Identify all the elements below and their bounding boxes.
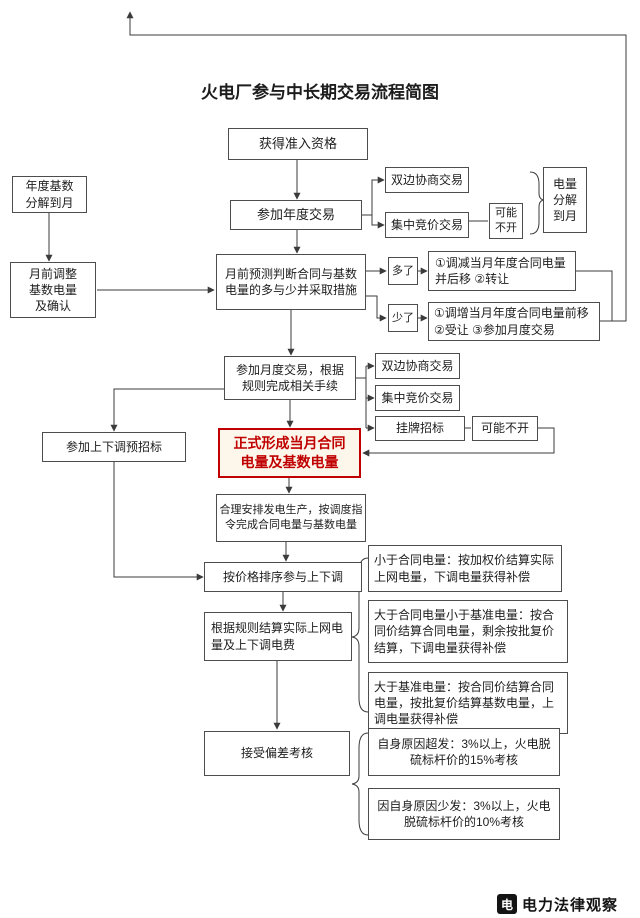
node-qualification: 获得准入资格 <box>228 128 368 160</box>
node-action-more: ①调减当月年度合同电量并后移 ②转让 <box>428 251 576 291</box>
node-formal-contract: 正式形成当月合同电量及基数电量 <box>218 428 361 478</box>
node-updown-prebid: 参加上下调预招标 <box>42 432 186 462</box>
node-listing-bid: 挂牌招标 <box>375 416 465 441</box>
node-production: 合理安排发电生产，按调度指令完成合同电量与基数电量 <box>216 494 366 542</box>
connector-monthly-to-prebid <box>110 389 224 432</box>
node-centralized-annual: 集中竞价交易 <box>385 212 469 238</box>
node-monthly-trading: 参加月度交易，根据规则完成相关手续 <box>224 356 356 400</box>
node-result-between: 大于合同电量小于基准电量：按合同价结算合同电量，剩余按批复价结算，下调电量获得补… <box>368 600 568 663</box>
node-penalty-under: 因自身原因少发：3%以上，火电脱硫标杆价的10%考核 <box>368 788 560 840</box>
node-less: 少了 <box>388 304 418 332</box>
node-bilateral-monthly: 双边协商交易 <box>375 353 460 379</box>
node-assessment: 接受偏差考核 <box>204 731 350 776</box>
node-maybe-not-open-annual: 可能不开 <box>489 203 523 239</box>
node-maybe-not-open-monthly: 可能不开 <box>472 416 538 441</box>
node-action-less: ①调增当月年度合同电量前移 ②受让 ③参加月度交易 <box>428 302 600 341</box>
diagram-title: 火电厂参与中长期交易流程简图 <box>201 83 439 102</box>
node-annual-trading: 参加年度交易 <box>230 200 362 230</box>
node-premonth-adjust: 月前调整基数电量及确认 <box>10 262 96 318</box>
node-power-split-month: 电量分解到月 <box>543 167 587 233</box>
observer-logo-icon: 电 <box>497 894 517 914</box>
node-bilateral-annual: 双边协商交易 <box>385 167 469 193</box>
node-annual-base-split: 年度基数分解到月 <box>12 176 87 213</box>
connector-prebid-to-pricesort <box>114 462 204 581</box>
connector-annual-to-centralized <box>372 215 385 229</box>
connector-actionmore-to-loop <box>576 271 612 321</box>
connector-trades-to-formal <box>362 428 554 457</box>
connector-feedback-loop <box>126 11 626 321</box>
node-centralized-monthly: 集中竞价交易 <box>375 385 460 411</box>
watermark-text: 电力法律观察 <box>522 896 619 914</box>
connector-forecast-to-less <box>366 296 387 322</box>
watermark: 电 电力法律观察 <box>497 893 618 915</box>
node-more: 多了 <box>388 257 418 285</box>
connector-annual-to-bilateral <box>362 176 385 215</box>
node-settlement: 根据规则结算实际上网电量及上下调电费 <box>204 612 352 661</box>
node-price-sort: 按价格排序参与上下调 <box>204 562 362 592</box>
brace-assessment-penalties <box>352 733 368 835</box>
node-result-more: 大于基准电量：按合同价结算合同电量，按批复价结算基数电量，上调电量获得补偿 <box>368 672 568 734</box>
node-penalty-over: 自身原因超发：3%以上，火电脱硫标杆价的15%考核 <box>368 728 560 776</box>
node-forecast: 月前预测判断合同与基数电量的多与少并采取措施 <box>216 254 366 310</box>
node-result-less: 小于合同电量：按加权价结算实际上网电量，下调电量获得补偿 <box>368 545 562 592</box>
